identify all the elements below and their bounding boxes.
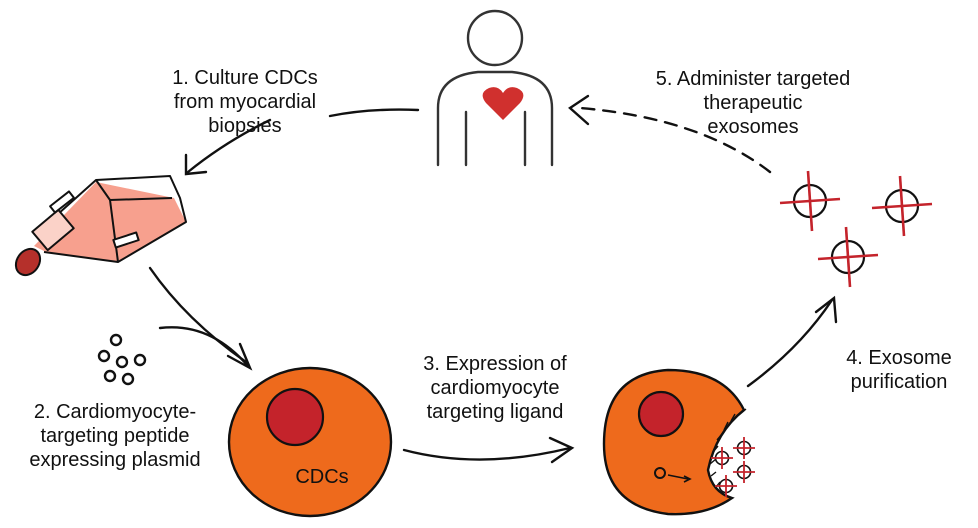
heart-icon [482,87,524,120]
step3-line3: targeting ligand [426,401,564,423]
patient-outline-icon [436,9,554,167]
step2-line3: expressing plasmid [29,449,201,471]
step5-line3: exosomes [707,116,799,138]
step1-line1: 1. Culture CDCs [172,67,318,89]
step3-label: 3. Expression of cardiomyocyte targeting… [392,352,598,424]
arrow-cell-to-exosomes [746,295,838,388]
step1-label: 1. Culture CDCs from myocardial biopsies [130,66,360,138]
step1-line3: biopsies [208,115,282,137]
cdc-cell-label: CDCs [295,466,349,488]
step2-line1: 2. Cardiomyocyte- [33,401,197,423]
step4-label: 4. Exosome purification [826,346,972,394]
step3-line1: 3. Expression of [423,353,567,375]
step5-line1: 5. Administer targeted [655,68,851,90]
culture-flask-icon [14,175,187,277]
plasmid-icon [97,333,147,386]
step3-line2: cardiomyocyte [430,377,560,399]
cdc-cell-icon [227,366,393,518]
step1-line2: from myocardial [173,91,317,113]
engineered-cell-icon [602,368,756,516]
arrow-exosomes-to-patient [568,94,772,174]
step4-line1: 4. Exosome [846,347,952,369]
arrow-flask-to-cdc [148,266,253,371]
step5-label: 5. Administer targeted therapeutic exoso… [608,67,898,139]
step2-label: 2. Cardiomyocyte- targeting peptide expr… [2,400,228,472]
targeted-exosome-icon [778,169,934,289]
step2-line2: targeting peptide [40,425,190,447]
step5-line2: therapeutic [703,92,803,114]
step4-line2: purification [850,371,948,393]
arrow-cdc-to-engineered-cell [402,436,575,464]
arrow-patient-to-flask [184,108,420,176]
